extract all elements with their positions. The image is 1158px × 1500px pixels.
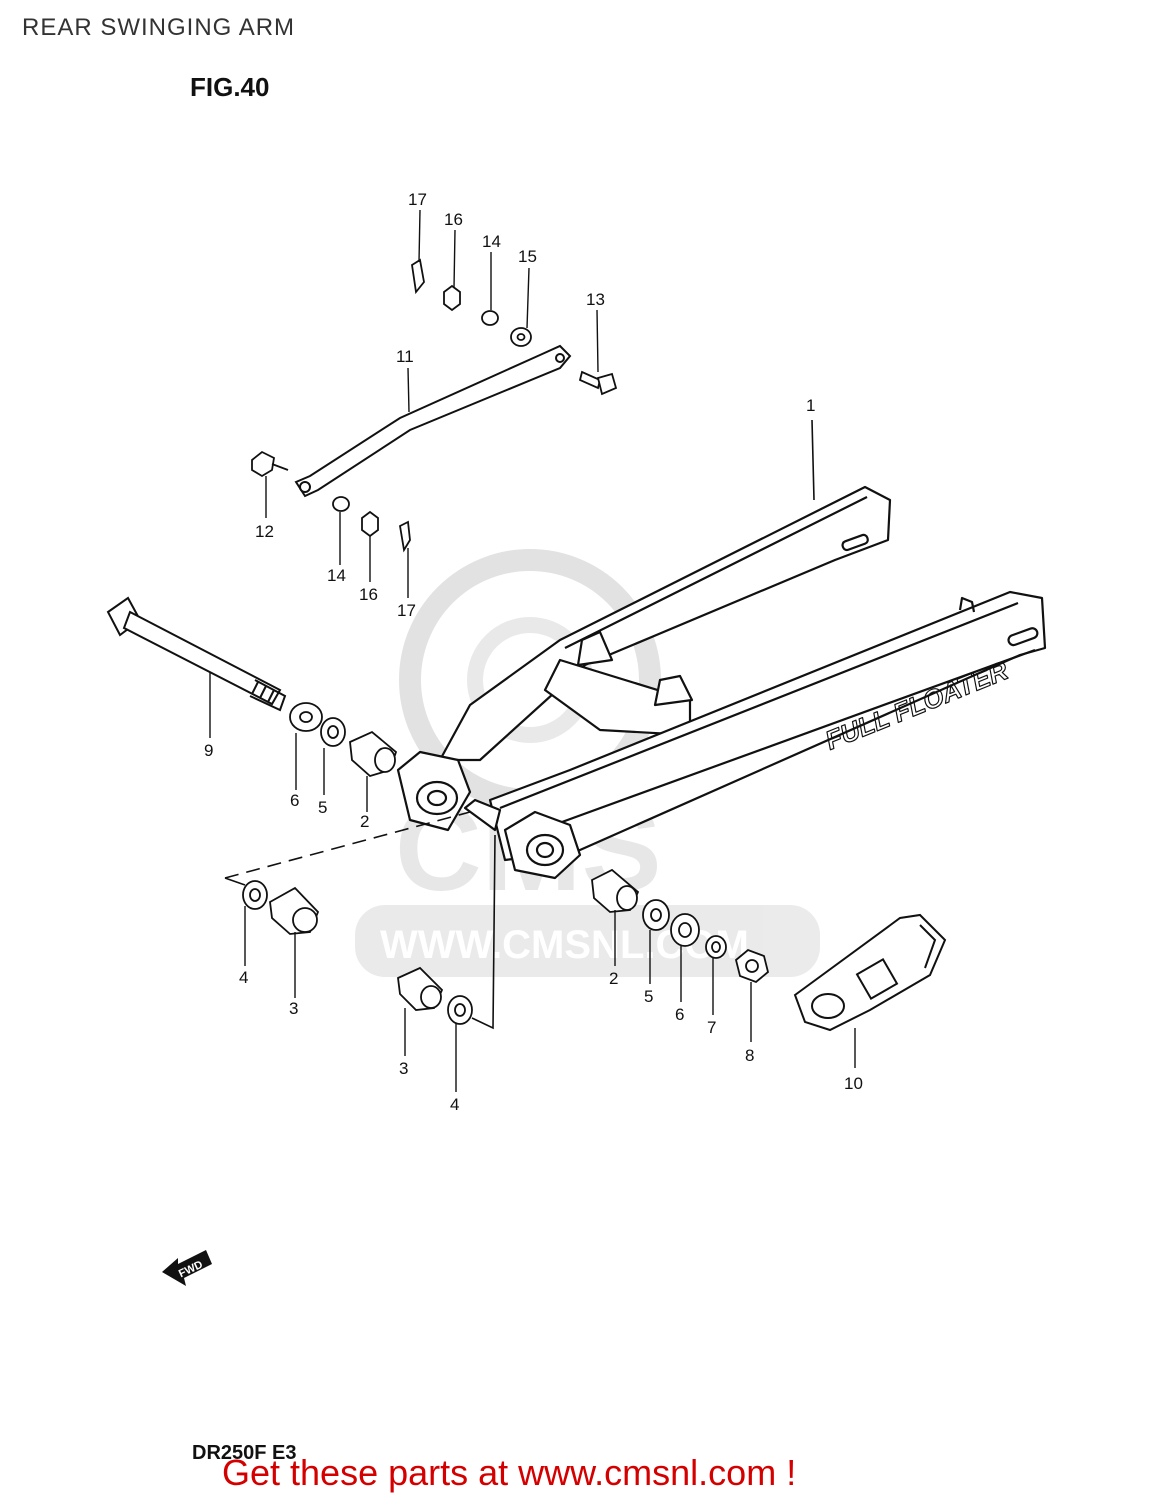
callout-14-lower: 14 [327, 566, 346, 585]
fwd-arrow-icon: FWD [162, 1250, 212, 1286]
callout-15: 15 [518, 247, 537, 266]
callout-3-lower: 3 [399, 1059, 408, 1078]
callout-16-lower: 16 [359, 585, 378, 604]
callout-17-lower: 17 [397, 601, 416, 620]
callout-5-right: 5 [644, 987, 653, 1006]
callout-11: 11 [396, 347, 414, 366]
chain-guide-part-10[interactable] [793, 913, 947, 1032]
callout-1: 1 [806, 396, 815, 415]
callout-17-top: 17 [408, 190, 427, 209]
callout-16-top: 16 [444, 210, 463, 229]
callout-6-left: 6 [290, 791, 299, 810]
callout-9: 9 [204, 741, 213, 760]
callout-6-right: 6 [675, 1005, 684, 1024]
swinging-arm-part-1[interactable]: FULL FLOATER [396, 485, 1047, 880]
callout-8: 8 [745, 1046, 754, 1065]
figure-number: FIG.40 [190, 72, 270, 102]
callout-14-top: 14 [482, 232, 501, 251]
torque-arm-part-11[interactable] [294, 344, 572, 498]
callout-4-left: 4 [239, 968, 248, 987]
page-title: REAR SWINGING ARM [22, 14, 296, 41]
callout-7: 7 [707, 1018, 716, 1037]
bushings-left[interactable] [242, 702, 473, 1025]
callout-2-right: 2 [609, 969, 618, 988]
callout-12: 12 [255, 522, 274, 541]
callout-10: 10 [844, 1074, 863, 1093]
callout-2-left: 2 [360, 812, 369, 831]
callout-3-left: 3 [289, 999, 298, 1018]
callout-13: 13 [586, 290, 605, 309]
callout-5-left: 5 [318, 798, 327, 817]
assembly-lines [224, 419, 815, 1030]
model-code: DR250F E3 [192, 1442, 297, 1464]
callout-4-lower: 4 [450, 1095, 459, 1114]
callout-labels: 1 2 2 3 3 4 4 5 5 6 6 7 8 9 10 11 12 13 … [204, 190, 863, 1114]
get-parts-link[interactable]: Get these parts at www.cmsnl.com ! [222, 1452, 797, 1493]
leader-lines [209, 209, 856, 1092]
hardware-top-cluster[interactable] [251, 258, 618, 553]
pivot-shaft-part-9[interactable] [106, 596, 287, 712]
fwd-label: FWD [177, 1259, 205, 1280]
bushings-right[interactable] [591, 868, 770, 984]
